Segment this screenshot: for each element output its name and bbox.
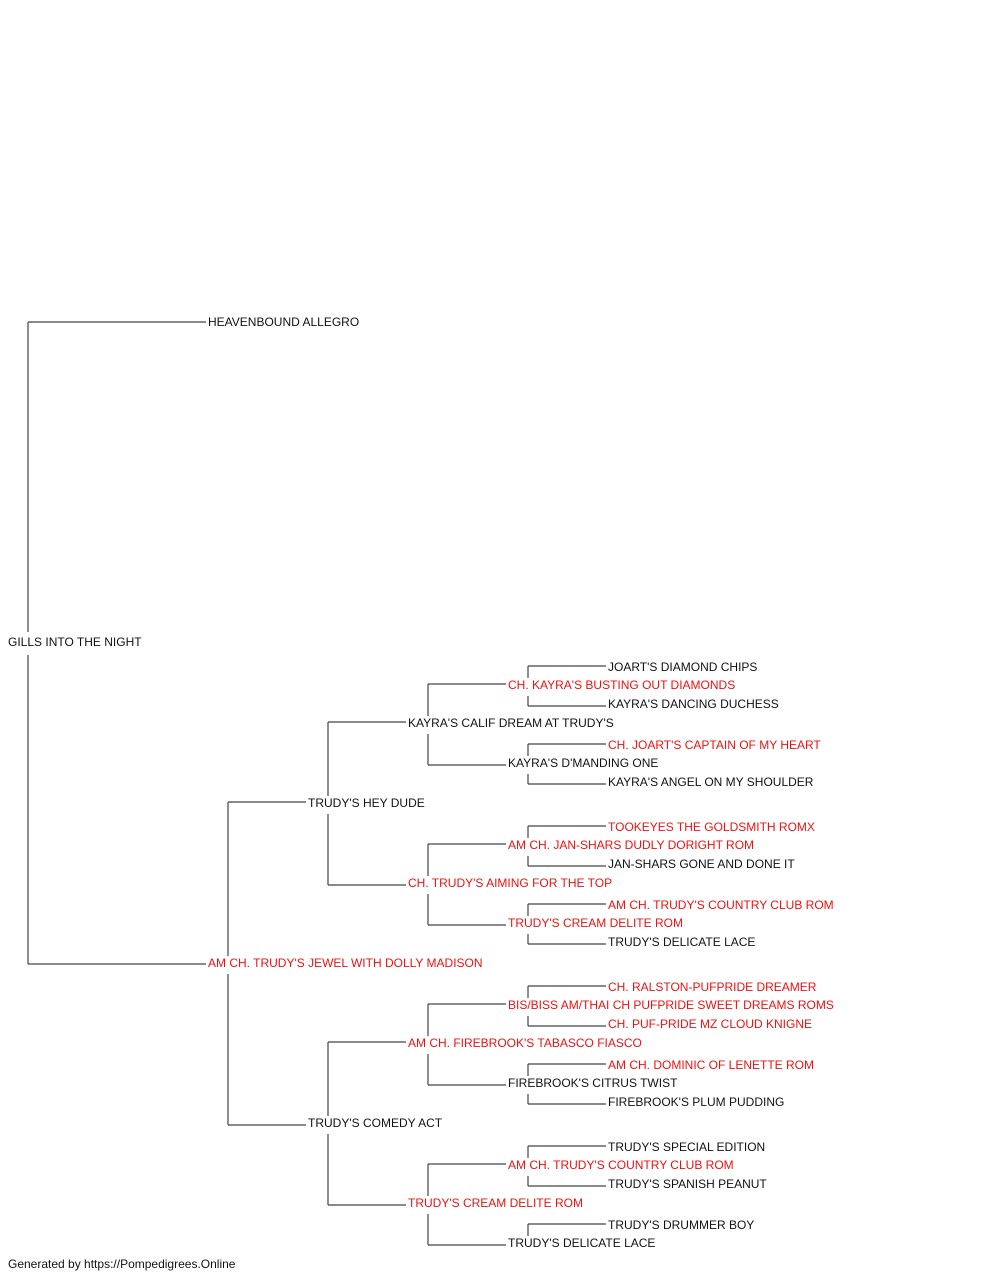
pedigree-tree: GILLS INTO THE NIGHT HEAVENBOUND ALLEGRO A…: [8, 315, 834, 1250]
dam-sire-sire-sire-name: CH. KAYRA'S BUSTING OUT DIAMONDS: [508, 678, 735, 692]
dam-sire-name: TRUDY'S HEY DUDE: [308, 796, 425, 810]
dam-sire-dam-sire-sire-name: TOOKEYES THE GOLDSMITH ROMX: [608, 820, 815, 834]
dam-dam-sire-dam-sire-name: AM CH. DOMINIC OF LENETTE ROM: [608, 1058, 814, 1072]
dam-name: AM CH. TRUDY'S JEWEL WITH DOLLY MADISON: [208, 956, 483, 970]
dam-dam-dam-name: TRUDY'S CREAM DELITE ROM: [408, 1196, 583, 1210]
dam-dam-sire-sire-dam-name: CH. PUF-PRIDE MZ CLOUD KNIGNE: [608, 1017, 812, 1031]
dam-dam-sire-dam-name: FIREBROOK'S CITRUS TWIST: [508, 1076, 678, 1090]
dam-dam-sire-dam-dam-name: FIREBROOK'S PLUM PUDDING: [608, 1095, 784, 1109]
dam-dam-dam-sire-name: AM CH. TRUDY'S COUNTRY CLUB ROM: [508, 1158, 734, 1172]
sire-name: HEAVENBOUND ALLEGRO: [208, 315, 359, 329]
dam-sire-sire-sire-dam-name: KAYRA'S DANCING DUCHESS: [608, 697, 779, 711]
dam-dam-sire-sire-sire-name: CH. RALSTON-PUFPRIDE DREAMER: [608, 980, 817, 994]
dam-dam-dam-sire-dam-name: TRUDY'S SPANISH PEANUT: [608, 1177, 767, 1191]
dam-sire-dam-sire-name: AM CH. JAN-SHARS DUDLY DORIGHT ROM: [508, 838, 754, 852]
dam-sire-sire-sire-sire-name: JOART'S DIAMOND CHIPS: [608, 660, 757, 674]
dam-dam-dam-sire-sire-name: TRUDY'S SPECIAL EDITION: [608, 1140, 765, 1154]
dam-sire-dam-dam-sire-name: AM CH. TRUDY'S COUNTRY CLUB ROM: [608, 898, 834, 912]
dam-sire-sire-dam-sire-name: CH. JOART'S CAPTAIN OF MY HEART: [608, 738, 821, 752]
dam-sire-dam-sire-dam-name: JAN-SHARS GONE AND DONE IT: [608, 857, 795, 871]
dam-sire-dam-dam-dam-name: TRUDY'S DELICATE LACE: [608, 935, 755, 949]
dam-sire-sire-name: KAYRA'S CALIF DREAM AT TRUDY'S: [408, 716, 614, 730]
dam-dam-name: TRUDY'S COMEDY ACT: [308, 1116, 443, 1130]
subject-name: GILLS INTO THE NIGHT: [8, 635, 142, 649]
dam-dam-dam-dam-name: TRUDY'S DELICATE LACE: [508, 1236, 655, 1250]
dam-dam-dam-dam-sire-name: TRUDY'S DRUMMER BOY: [608, 1218, 754, 1232]
dam-sire-sire-dam-dam-name: KAYRA'S ANGEL ON MY SHOULDER: [608, 775, 814, 789]
dam-sire-sire-dam-name: KAYRA'S D'MANDING ONE: [508, 756, 658, 770]
dam-dam-sire-sire-name: BIS/BISS AM/THAI CH PUFPRIDE SWEET DREAM…: [508, 998, 834, 1012]
footer-credit: Generated by https://Pompedigrees.Online: [8, 1257, 236, 1271]
dam-sire-dam-name: CH. TRUDY'S AIMING FOR THE TOP: [408, 876, 612, 890]
dam-dam-sire-name: AM CH. FIREBROOK'S TABASCO FIASCO: [408, 1036, 642, 1050]
dam-sire-dam-dam-name: TRUDY'S CREAM DELITE ROM: [508, 916, 683, 930]
